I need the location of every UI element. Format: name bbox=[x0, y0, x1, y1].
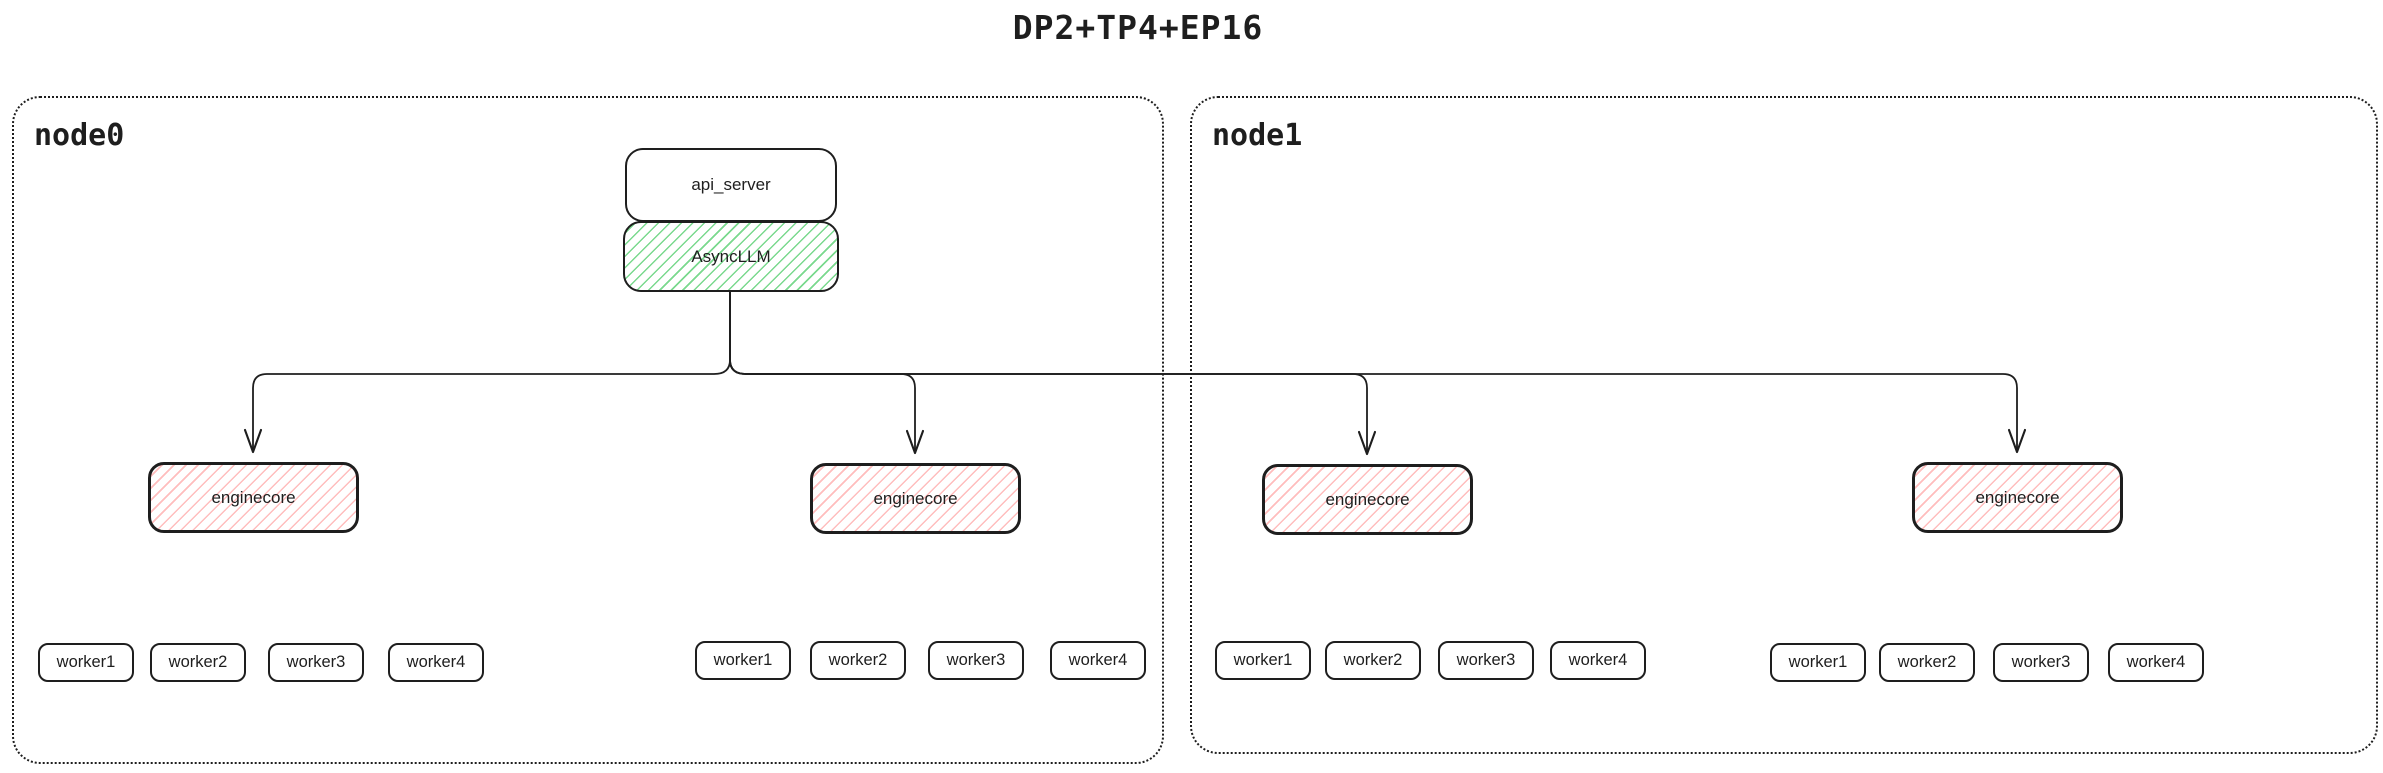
worker-label: worker1 bbox=[56, 653, 116, 671]
worker-label: worker2 bbox=[168, 653, 228, 671]
worker-box: worker4 bbox=[1550, 641, 1646, 680]
worker-box: worker1 bbox=[695, 641, 791, 680]
worker-box: worker3 bbox=[268, 643, 364, 682]
worker-label: worker1 bbox=[1788, 653, 1848, 671]
node0-enginecore-1-box: enginecore bbox=[148, 462, 359, 533]
worker-label: worker3 bbox=[946, 651, 1006, 669]
worker-box: worker4 bbox=[1050, 641, 1146, 680]
worker-box: worker2 bbox=[810, 641, 906, 680]
asyncllm-label: AsyncLLM bbox=[691, 246, 771, 266]
worker-label: worker1 bbox=[713, 651, 773, 669]
worker-label: worker4 bbox=[2126, 653, 2186, 671]
worker-box: worker4 bbox=[2108, 643, 2204, 682]
worker-box: worker1 bbox=[1215, 641, 1311, 680]
enginecore-label: enginecore bbox=[873, 488, 958, 508]
worker-label: worker1 bbox=[1233, 651, 1293, 669]
worker-label: worker4 bbox=[1568, 651, 1628, 669]
asyncllm-box: AsyncLLM bbox=[623, 221, 839, 292]
diagram-title: DP2+TP4+EP16 bbox=[1012, 8, 1264, 47]
api-server-label: api_server bbox=[691, 175, 771, 194]
worker-label: worker2 bbox=[1897, 653, 1957, 671]
node1-container bbox=[1190, 96, 2378, 754]
worker-label: worker4 bbox=[406, 653, 466, 671]
node0-enginecore-2-box: enginecore bbox=[810, 463, 1021, 534]
worker-box: worker2 bbox=[1879, 643, 1975, 682]
worker-box: worker1 bbox=[1770, 643, 1866, 682]
worker-box: worker3 bbox=[1438, 641, 1534, 680]
worker-label: worker3 bbox=[2011, 653, 2071, 671]
worker-box: worker1 bbox=[38, 643, 134, 682]
enginecore-label: enginecore bbox=[1975, 487, 2060, 507]
enginecore-label: enginecore bbox=[211, 487, 296, 507]
worker-label: worker4 bbox=[1068, 651, 1128, 669]
node0-label: node0 bbox=[34, 118, 125, 153]
worker-box: worker3 bbox=[928, 641, 1024, 680]
node1-enginecore-1-box: enginecore bbox=[1262, 464, 1473, 535]
worker-box: worker2 bbox=[150, 643, 246, 682]
node0-container bbox=[12, 96, 1164, 764]
worker-box: worker2 bbox=[1325, 641, 1421, 680]
worker-box: worker3 bbox=[1993, 643, 2089, 682]
enginecore-label: enginecore bbox=[1325, 489, 1410, 509]
worker-label: worker3 bbox=[1456, 651, 1516, 669]
worker-label: worker3 bbox=[286, 653, 346, 671]
api-server-box: api_server bbox=[625, 148, 837, 222]
node1-label: node1 bbox=[1212, 118, 1303, 153]
node1-enginecore-2-box: enginecore bbox=[1912, 462, 2123, 533]
worker-box: worker4 bbox=[388, 643, 484, 682]
worker-label: worker2 bbox=[828, 651, 888, 669]
worker-label: worker2 bbox=[1343, 651, 1403, 669]
